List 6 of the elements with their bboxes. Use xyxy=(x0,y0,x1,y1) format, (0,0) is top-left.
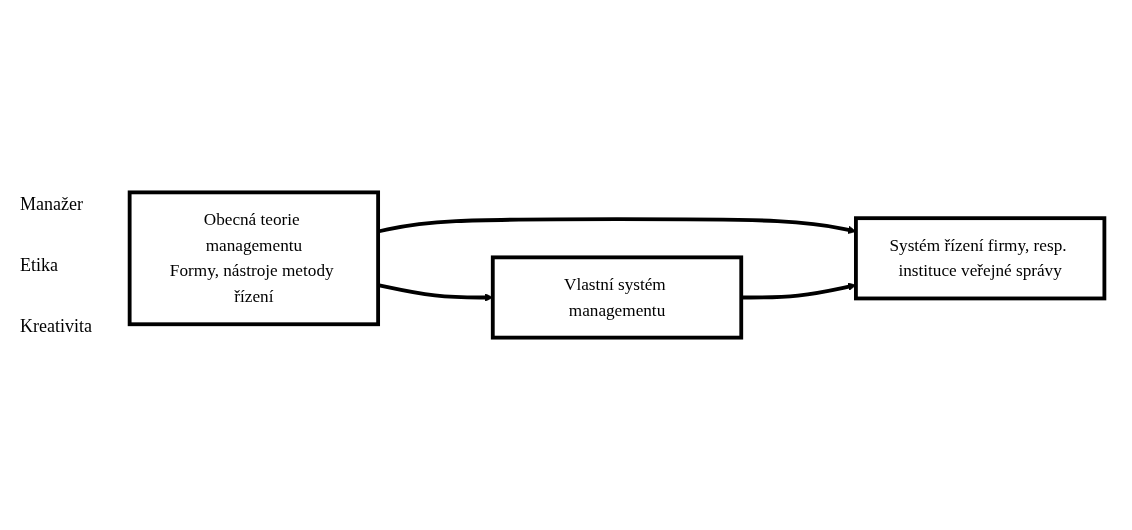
node-box: Vlastní systém managementu xyxy=(490,255,744,340)
node-box: Systém řízení firmy, resp. instituce veřejné správy xyxy=(854,216,1107,301)
note-text: Manažer xyxy=(20,193,84,215)
note-text: Kreativita xyxy=(20,315,92,337)
node-box: Obecná teorie managementu Formy, nástroje metody řízení xyxy=(127,190,380,327)
note-text: Etika xyxy=(20,254,59,276)
